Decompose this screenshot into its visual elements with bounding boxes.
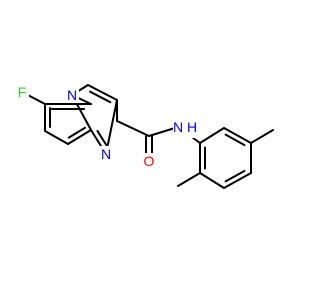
bridgehead-nitrogen-label: N	[67, 87, 77, 103]
molecule-structure: F N N O N H	[15, 84, 274, 189]
bond-a6-a1	[199, 127, 225, 144]
oxygen-label-bg	[142, 153, 156, 169]
amide-nitrogen-label-bg	[173, 120, 199, 138]
bond-a5-methyl	[250, 129, 274, 144]
bond-c4-c8a-double	[67, 126, 86, 139]
ring-nitrogen-label-bg	[99, 146, 113, 162]
bond-layer	[21, 84, 274, 189]
bond-c3-c2-double	[89, 90, 112, 104]
bond-a3-a4-double	[224, 169, 246, 183]
atom-label-layer: F N N O N H	[15, 84, 199, 169]
fluorine-label-bg	[15, 84, 29, 100]
bond-c2-n1	[105, 99, 118, 155]
bond-a5-a6	[223, 127, 252, 144]
bond-ch2-carbonyl	[116, 120, 150, 137]
oxygen-label: O	[144, 153, 155, 169]
bond-a2-methyl	[177, 172, 201, 187]
ring-nitrogen-label: N	[101, 146, 111, 162]
bond-a3-a4	[223, 172, 252, 189]
amide-nitrogen-label: N	[173, 119, 183, 135]
bond-c3-c2	[87, 84, 118, 101]
bond-c5-c4	[44, 130, 69, 145]
fluorine-label: F	[18, 84, 27, 100]
bridgehead-nitrogen-label-bg	[65, 87, 79, 103]
bond-a2-a3	[199, 172, 225, 189]
amide-hydrogen-label: H	[187, 119, 197, 135]
bond-n1-c8a-double	[96, 129, 109, 149]
bond-c4-c8a	[67, 129, 92, 145]
bond-a5-a6-double	[224, 133, 246, 147]
